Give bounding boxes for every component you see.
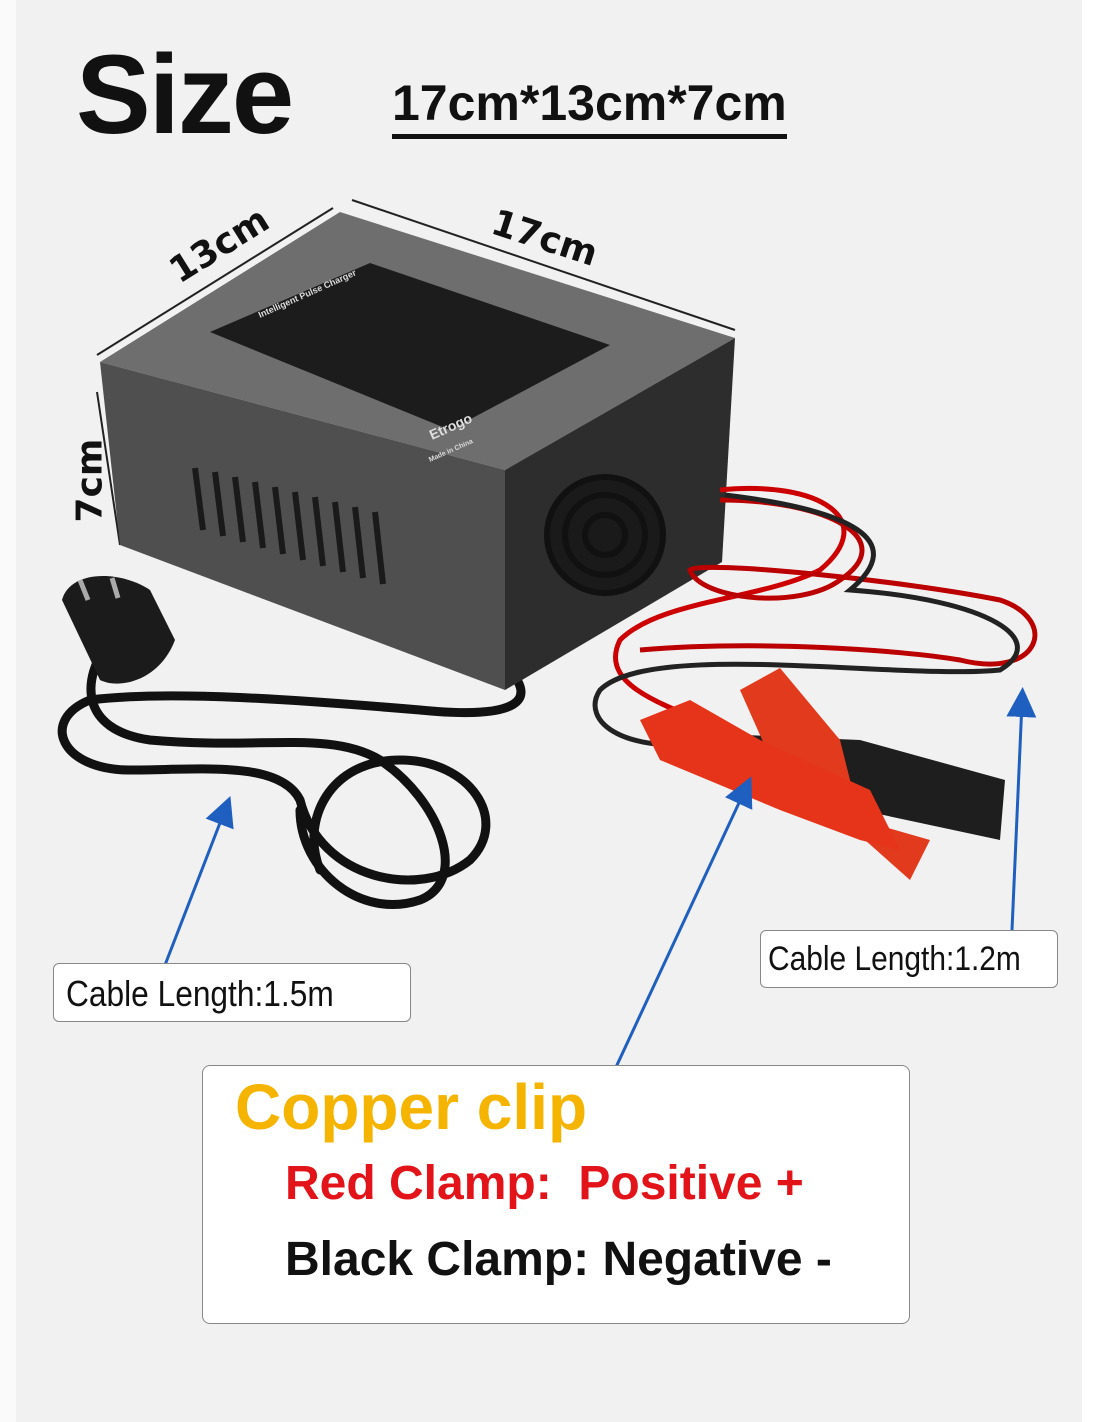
power-cable-length: Cable Length:1.5m xyxy=(66,973,334,1014)
callout-arrows xyxy=(163,687,1037,1081)
black-clamp-text: Black Clamp: Negative - xyxy=(285,1233,832,1286)
arrow-copper-clip xyxy=(608,776,753,1081)
clamp-cable-length: Cable Length:1.2m xyxy=(768,940,1021,978)
arrow-power-cable xyxy=(163,796,234,966)
background-edge xyxy=(0,0,16,1422)
copper-clip-title: Copper clip xyxy=(235,1071,588,1143)
power-plug xyxy=(62,576,175,684)
charger-body: Intelligent Pulse Charger Etrogo Made in… xyxy=(100,212,735,690)
vent-slots xyxy=(192,467,386,585)
size-dimensions: 17cm*13cm*7cm xyxy=(392,74,787,139)
background-edge xyxy=(1082,0,1100,1422)
red-clamp-text: Red Clamp: Positive + xyxy=(285,1157,804,1210)
clamp-cable-callout: Cable Length:1.2m xyxy=(760,930,1058,988)
clamp-cables xyxy=(592,486,1038,748)
arrow-clamp-cable xyxy=(1006,687,1037,931)
page-title: Size xyxy=(76,32,294,157)
power-cable xyxy=(57,635,526,909)
clip-info-box: Copper clip Red Clamp: Positive + Black … xyxy=(202,1065,910,1324)
cooling-fan xyxy=(544,474,666,596)
red-clamp-2 xyxy=(640,700,900,850)
power-cable-callout: Cable Length:1.5m xyxy=(53,963,411,1022)
dimension-lines xyxy=(96,199,736,546)
dimension-height: 7cm xyxy=(69,438,111,523)
